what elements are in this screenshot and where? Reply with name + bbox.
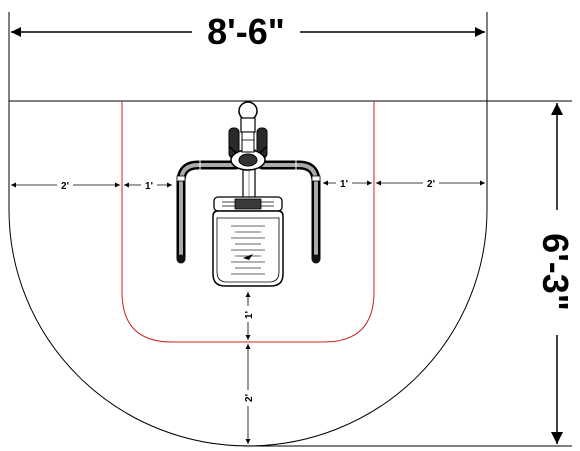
- side-clearance-dimensions: 2' 1' 1' 2': [11, 177, 485, 192]
- right-outer-label-bg: [423, 177, 439, 189]
- pivot-cap: [238, 101, 258, 121]
- seat-pad-inner: [216, 217, 280, 283]
- front-outer-label-bg: [242, 390, 254, 406]
- left-outer-label-bg: [57, 179, 73, 191]
- overall-depth-label: 6'-3": [535, 233, 576, 311]
- overall-depth-dimension: 6'-3": [243, 100, 576, 447]
- handlebar-right-highlight: [260, 163, 318, 260]
- handlebar-right-end-cap: [311, 254, 321, 264]
- handlebar-left-highlight: [179, 163, 238, 260]
- overall-width-dimension: 8'-6": [8, 11, 488, 101]
- backrest-center-block: [234, 198, 262, 210]
- safety-zone-outline: [121, 101, 375, 343]
- handlebar-left-sleeve: [176, 175, 186, 182]
- front-clearance-dimensions: 1' 2': [242, 292, 255, 444]
- right-outer-clearance-label: 2': [427, 179, 435, 190]
- seat-center-mark: [243, 254, 253, 260]
- left-outer-clearance-label: 2': [61, 181, 69, 192]
- right-inner-label-bg: [336, 177, 352, 189]
- use-zone-outline: [8, 100, 488, 447]
- right-inner-clearance-label: 1': [340, 179, 348, 190]
- front-inner-clearance-label: 1': [244, 311, 255, 319]
- seat-pad: [212, 210, 284, 287]
- front-outer-clearance-label: 2': [244, 394, 255, 402]
- left-inner-label-bg: [141, 179, 157, 191]
- overall-width-label: 8'-6": [207, 11, 285, 52]
- fitness-equipment-top-view: [176, 101, 321, 287]
- pivot-bracket: [241, 131, 255, 153]
- front-inner-label-bg: [242, 306, 254, 322]
- handlebar-right-sleeve: [311, 175, 321, 182]
- pivot-neck: [240, 117, 256, 133]
- pivot-hub-inner: [238, 153, 258, 167]
- left-inner-clearance-label: 1': [145, 181, 153, 192]
- handlebar-left-end-cap: [176, 254, 186, 264]
